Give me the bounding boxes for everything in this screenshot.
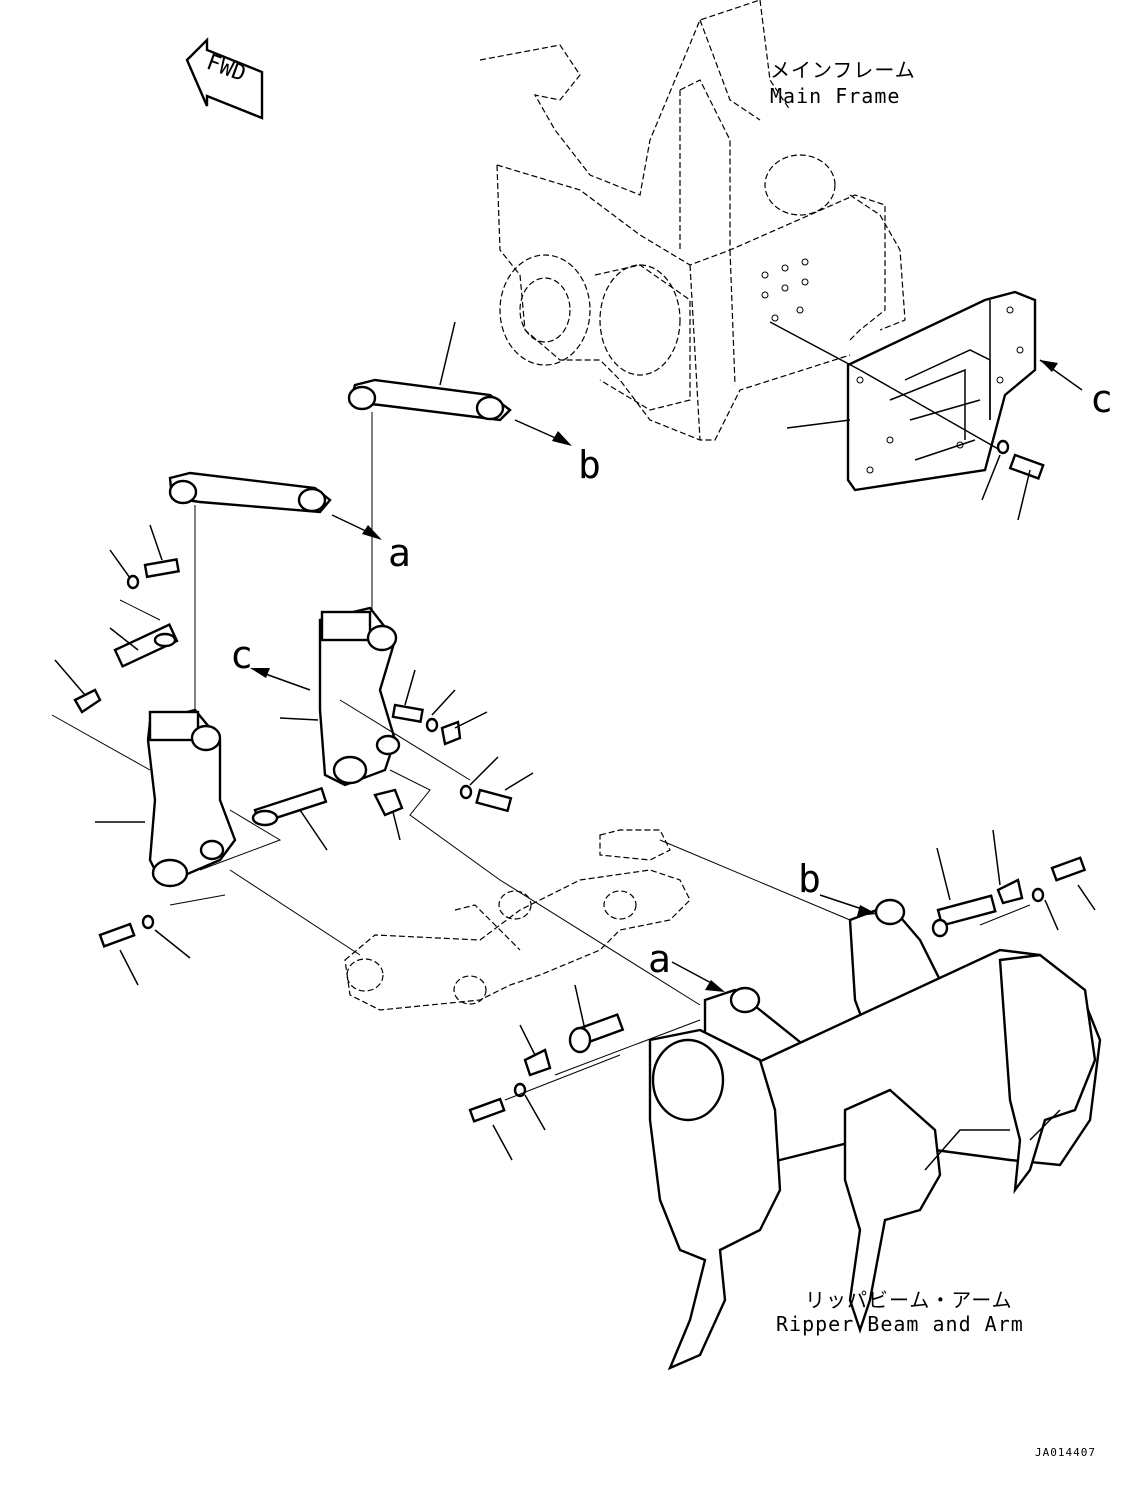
callout-b-upper: b [578, 443, 601, 487]
callout-a-upper: a [388, 531, 411, 575]
main-frame-label-jp: メインフレーム [770, 58, 916, 82]
lower-link-a [168, 471, 382, 722]
bracket-left [51, 708, 282, 888]
pin-right [931, 829, 1096, 938]
ripper-beam-phantom [344, 829, 851, 1011]
pin-lower [468, 984, 701, 1161]
upper-link-b [347, 321, 572, 628]
callout-b-lower: b [798, 857, 821, 901]
pin-center [251, 786, 404, 851]
callout-arrows-lower [671, 894, 877, 992]
fwd-arrow-icon [185, 37, 264, 120]
bracket-center [250, 606, 501, 881]
ripper-label-jp: リッパビーム・アーム [805, 1288, 1013, 1312]
bolt-upper-left [109, 524, 180, 621]
bracket-plate-right [769, 290, 1083, 492]
bolt-center-stud [391, 669, 488, 746]
bolt-center-lower [339, 699, 534, 813]
pin-upper-left [54, 623, 179, 714]
main-frame-label-en: Main Frame [770, 84, 901, 108]
bolt-lower-left [98, 869, 361, 986]
ripper-beam-arm [648, 898, 1102, 1371]
drawing-code: JA014407 [1035, 1446, 1096, 1459]
callout-a-lower: a [648, 937, 671, 981]
bolt-right-plate [981, 439, 1045, 521]
callout-c-left: c [230, 633, 253, 677]
callout-c-right: c [1090, 377, 1113, 421]
main-frame-outline [479, 0, 906, 441]
ripper-label-en: Ripper Beam and Arm [776, 1312, 1024, 1336]
